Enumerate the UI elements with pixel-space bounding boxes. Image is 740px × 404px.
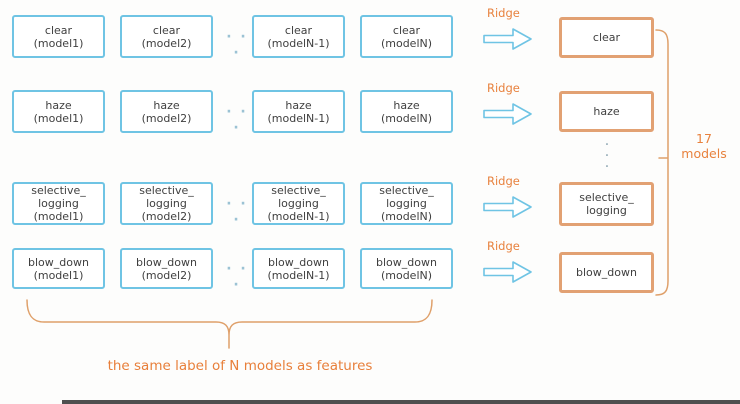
- model-box-selective-logging-modelN-1: selective_ logging (modelN-1): [252, 182, 345, 225]
- ellipsis-row-selective-logging: · · ·: [226, 196, 248, 228]
- output-box-blow-down: blow_down: [559, 252, 654, 293]
- model-box-blow-down-modelN: blow_down (modelN): [360, 248, 453, 289]
- model-box-haze-model1: haze (model1): [12, 90, 105, 133]
- right-arrow-icon-3: [483, 196, 532, 218]
- bottom-edge-bar: [62, 400, 740, 404]
- right-arrow-icon-2: [483, 103, 532, 125]
- models-brace: [655, 29, 669, 296]
- output-box-selective-logging: selective_ logging: [559, 182, 654, 226]
- output-box-clear: clear: [559, 17, 654, 58]
- model-box-selective-logging-model1: selective_ logging (model1): [12, 182, 105, 225]
- ridge-label-3: Ridge: [487, 174, 520, 188]
- model-box-clear-model1: clear (model1): [12, 15, 105, 58]
- ellipsis-row-blow-down: · · ·: [226, 261, 248, 293]
- model-box-selective-logging-modelN: selective_ logging (modelN): [360, 182, 453, 225]
- model-box-haze-modelN-1: haze (modelN-1): [252, 90, 345, 133]
- model-box-blow-down-modelN-1: blow_down (modelN-1): [252, 248, 345, 289]
- model-box-haze-modelN: haze (modelN): [360, 90, 453, 133]
- bottom-caption: the same label of N models as features: [107, 358, 373, 374]
- ellipsis-row-haze: · · ·: [226, 104, 248, 136]
- model-box-blow-down-model1: blow_down (model1): [12, 248, 105, 289]
- models-count-label: 17 models: [681, 131, 727, 161]
- output-box-haze: haze: [559, 91, 654, 132]
- model-box-clear-modelN-1: clear (modelN-1): [252, 15, 345, 58]
- model-box-blow-down-model2: blow_down (model2): [120, 248, 213, 289]
- right-arrow-icon-4: [483, 261, 532, 283]
- model-box-selective-logging-model2: selective_ logging (model2): [120, 182, 213, 225]
- features-brace: [26, 299, 433, 349]
- model-box-clear-modelN: clear (modelN): [360, 15, 453, 58]
- ridge-label-4: Ridge: [487, 239, 520, 253]
- ridge-label-2: Ridge: [487, 81, 520, 95]
- ridge-label-1: Ridge: [487, 6, 520, 20]
- ellipsis-row-clear: · · ·: [226, 29, 248, 61]
- model-box-haze-model2: haze (model2): [120, 90, 213, 133]
- ellipsis-outputs-vertical: · · ·: [604, 137, 610, 175]
- right-arrow-icon-1: [483, 28, 532, 50]
- model-box-clear-model2: clear (model2): [120, 15, 213, 58]
